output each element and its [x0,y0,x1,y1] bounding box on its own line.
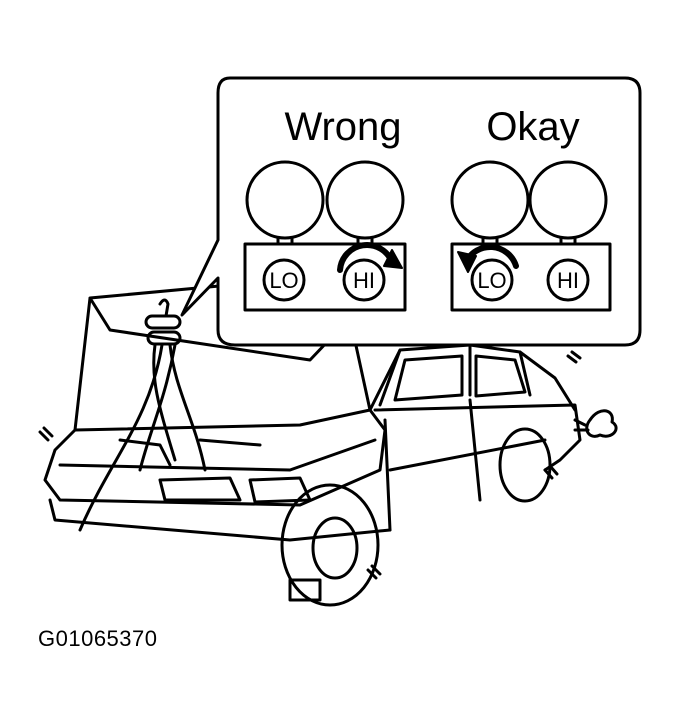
wrong-hi-gauge [325,160,405,240]
wrong-hi-valve [342,258,386,302]
okay-manifold [450,242,612,312]
rear-wheel [498,427,552,503]
callout-bubble [180,76,642,347]
okay-lo-label: LO [477,268,506,293]
wrong-lo-label: LO [269,268,298,293]
okay-gauge-set [450,160,612,312]
okay-label: Okay [486,105,579,149]
wrong-lo-gauge [245,160,325,240]
car-illustration [38,283,618,607]
car-body [373,403,582,472]
gauge-hoses [78,298,207,532]
car-front [43,408,387,507]
wrong-gauge-set [243,160,407,312]
wrong-hi-label: HI [353,268,375,293]
okay-lo-valve [470,258,514,302]
wheel-chock [288,578,322,602]
okay-hi-gauge [528,160,608,240]
okay-hi-label: HI [557,268,579,293]
okay-hi-valve [546,258,590,302]
okay-lo-gauge [450,160,530,240]
vibration-marks [38,350,582,580]
front-wheel [280,483,380,607]
wrong-manifold [243,242,407,312]
wrong-turn-arrow [337,242,395,273]
figure-code: G01065370 [38,626,158,651]
wrong-lo-valve [262,258,306,302]
exhaust-puff [585,409,618,438]
wrong-label: Wrong [284,105,401,149]
